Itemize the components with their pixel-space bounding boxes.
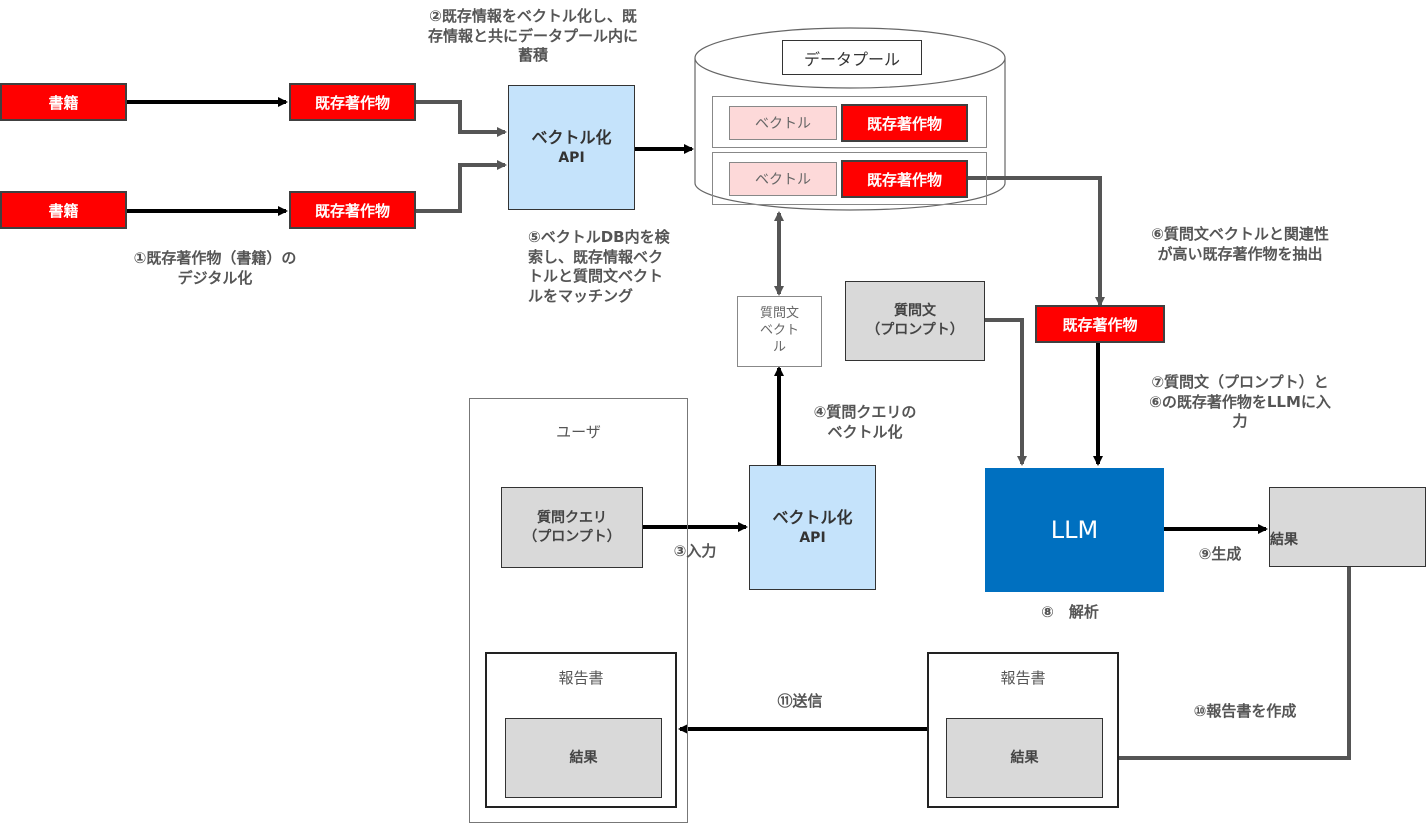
arrow-work2-api: [416, 160, 507, 213]
datapool-row-2: [712, 152, 987, 205]
query-vector-box: 質問文 ベクト ル: [737, 296, 822, 367]
datapool-title: データプール: [782, 40, 922, 75]
prompt-box: 質問文 （プロンプト）: [845, 281, 985, 361]
user-report-result-box: 結果: [505, 718, 662, 798]
work-box-2: 既存著作物: [289, 191, 416, 229]
step8-label: ⑧ 解析: [1041, 603, 1099, 621]
book-box-1: 書籍: [0, 83, 127, 121]
arrow-row2-extracted: [968, 176, 1105, 307]
step3-label: ③入力: [673, 542, 717, 560]
vector-cell-1: ベクトル: [729, 106, 837, 140]
step11-label: ⑪送信: [777, 692, 823, 710]
step1-label: ①既存著作物（書籍）の デジタル化: [133, 249, 297, 287]
user-title: ユーザ: [556, 423, 601, 441]
step2-label: ②既存情報をベクトル化し、既 存情報と共にデータプール内に 蓄積: [427, 7, 638, 64]
datapool-work-2: 既存著作物: [841, 160, 968, 198]
work-box-1: 既存著作物: [289, 83, 416, 121]
user-query-box[interactable]: 質問クエリ （プロンプト）: [501, 487, 643, 568]
step10-label: ⑩報告書を作成: [1193, 702, 1297, 720]
step5-label: ⑤ベクトルDB内を検 索し、既存情報ベク トルと質問文ベクト ルをマッチング: [528, 228, 670, 305]
step4-label: ④質問クエリの ベクトル化: [813, 403, 917, 441]
user-report-title: 報告書: [558, 669, 604, 687]
book-box-2: 書籍: [0, 191, 127, 229]
extracted-work-box: 既存著作物: [1035, 305, 1165, 343]
arrow-work1-api: [416, 100, 507, 137]
result-box: 結果: [1269, 487, 1426, 567]
step6-label: ⑥質問文ベクトルと関連性 が高い既存著作物を抽出: [1151, 225, 1329, 263]
datapool-row-1: [712, 96, 987, 148]
datapool-work-1: 既存著作物: [841, 104, 968, 142]
step7-label: ⑦質問文（プロンプト）と ⑥の既存著作物をLLMに入 力: [1149, 373, 1331, 430]
vector-cell-2: ベクトル: [729, 162, 837, 196]
step9-label: ⑨生成: [1198, 545, 1242, 563]
report-result-box: 結果: [946, 718, 1103, 798]
arrow-prompt-llm: [985, 318, 1027, 466]
llm-box: LLM: [985, 468, 1164, 592]
report-title: 報告書: [1000, 669, 1046, 687]
arrow-result-report: [1104, 567, 1351, 763]
